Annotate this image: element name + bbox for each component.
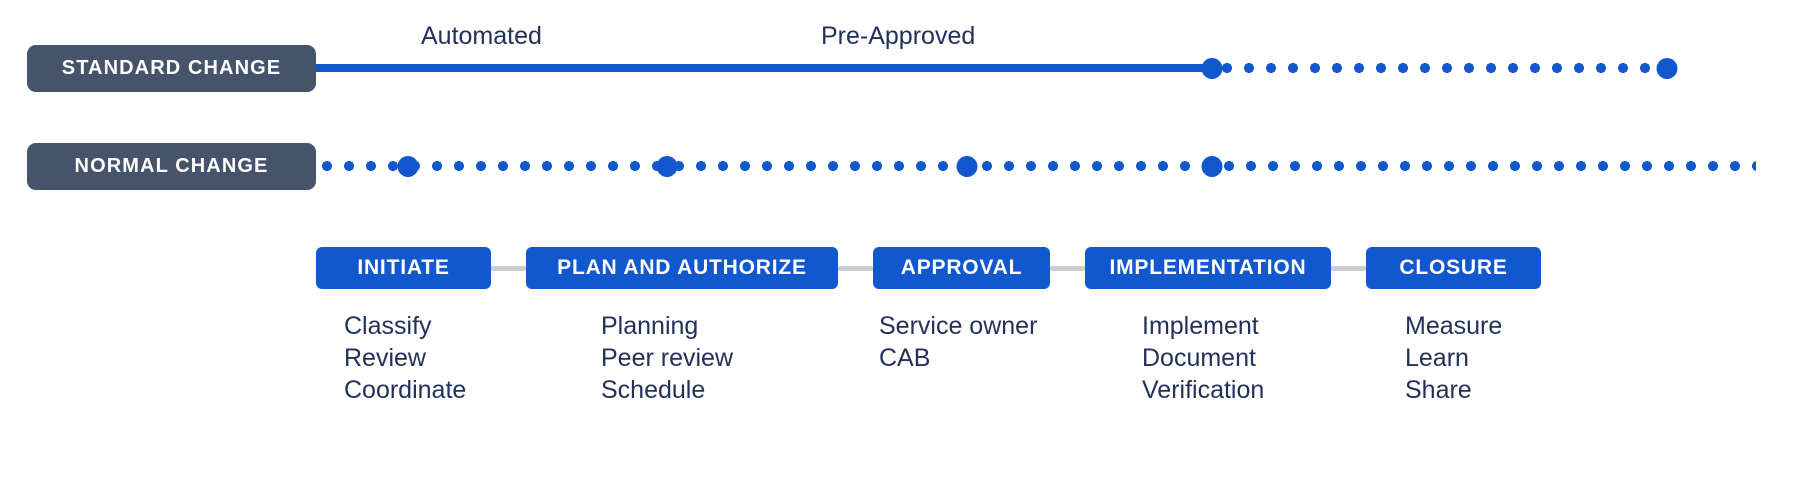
stage-item: Learn	[1405, 344, 1469, 372]
timeline-lane-standard-change	[316, 57, 1756, 79]
track-badge-normal-change: NORMAL CHANGE	[27, 143, 316, 190]
stage-box-approval[interactable]: APPROVAL	[873, 247, 1050, 289]
stage-box-implementation[interactable]: IMPLEMENTATION	[1085, 247, 1331, 289]
stage-box-initiate[interactable]: INITIATE	[316, 247, 491, 289]
stage-items-plan-and-authorize: Planning Peer review Schedule	[601, 310, 733, 406]
lane-label-automated: Automated	[421, 22, 542, 50]
stage-item: Service owner	[879, 312, 1038, 340]
milestone-dot-implementation	[1201, 155, 1223, 177]
stage-items-closure: Measure Learn Share	[1405, 310, 1502, 406]
timeline-lane-normal-change	[316, 155, 1756, 177]
stage-connector	[1050, 266, 1085, 271]
lane-solid-segment	[316, 64, 1214, 72]
stage-flow: INITIATE PLAN AND AUTHORIZE APPROVAL IMP…	[0, 247, 1798, 289]
stage-item: Classify	[344, 312, 432, 340]
stage-item: Verification	[1142, 376, 1265, 404]
milestone-dot-pre-approved-end	[1656, 57, 1678, 79]
stage-items-initiate: Classify Review Coordinate	[344, 310, 466, 406]
milestone-dot-plan-and-authorize	[656, 155, 678, 177]
stage-box-plan-and-authorize[interactable]: PLAN AND AUTHORIZE	[526, 247, 838, 289]
stage-item: Implement	[1142, 312, 1259, 340]
lane-dotted-segment	[1216, 63, 1668, 73]
stage-item: Schedule	[601, 376, 706, 404]
milestone-dot-approval	[956, 155, 978, 177]
stage-connector	[1331, 266, 1366, 271]
milestone-dot-automated-end	[1201, 57, 1223, 79]
stage-item: Share	[1405, 376, 1472, 404]
lane-label-pre-approved: Pre-Approved	[821, 22, 976, 50]
stage-connector	[491, 266, 526, 271]
stage-item: Measure	[1405, 312, 1503, 340]
stage-item: CAB	[879, 344, 931, 372]
stage-item: Planning	[601, 312, 699, 340]
lane-dotted-segment	[316, 161, 1756, 171]
stage-item: Review	[344, 344, 426, 372]
track-badge-standard-change: STANDARD CHANGE	[27, 45, 316, 92]
stage-item: Document	[1142, 344, 1256, 372]
stage-item: Peer review	[601, 344, 733, 372]
stage-connector	[838, 266, 873, 271]
milestone-dot-initiate	[397, 155, 419, 177]
stage-box-closure[interactable]: CLOSURE	[1366, 247, 1541, 289]
stage-item: Coordinate	[344, 376, 467, 404]
stage-items-implementation: Implement Document Verification	[1142, 310, 1264, 406]
stage-items-approval: Service owner CAB	[879, 310, 1037, 374]
